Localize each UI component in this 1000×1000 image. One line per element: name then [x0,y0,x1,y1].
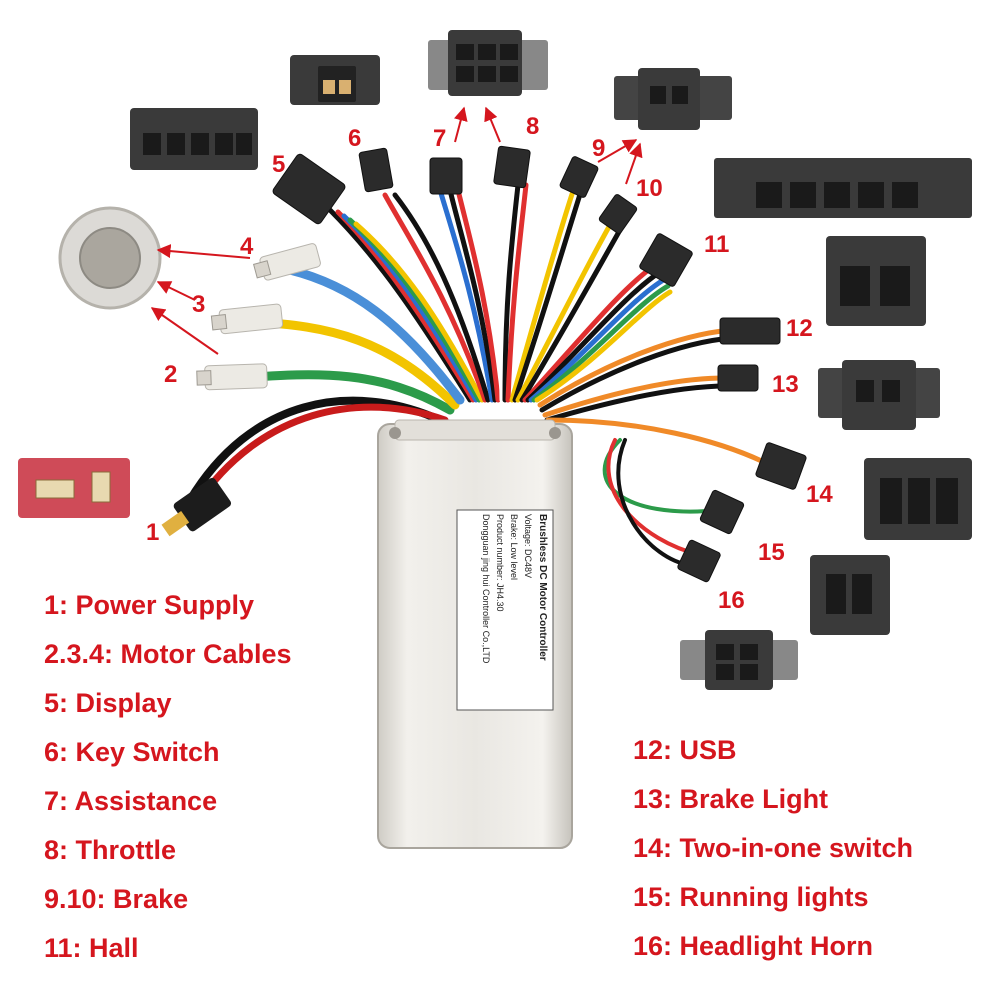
callout-15: 15 [758,539,785,566]
legend-item-brake-light: 13: Brake Light [633,784,829,814]
legend-item-display: 5: Display [44,688,172,718]
callout-10: 10 [636,175,663,202]
callout-1: 1 [146,519,159,546]
callout-13: 13 [772,371,799,398]
callout-12: 12 [786,315,813,342]
callout-8: 8 [526,113,539,140]
power-socket [18,458,130,518]
wire-bundle [186,182,773,567]
callout-arrows [150,106,643,355]
power-plug [161,477,232,537]
legend-item-hall: 11: Hall [44,933,139,963]
callout-16: 16 [718,587,745,614]
legend-item-running-lights: 15: Running lights [633,882,869,912]
motor-terminals [196,243,321,391]
legend-item-brake: 9.10: Brake [44,884,189,914]
legend-left: 1: Power Supply 2.3.4: Motor Cables 5: D… [44,581,292,973]
legend-item-key-switch: 6: Key Switch [44,737,220,767]
legend-item-usb: 12: USB [633,735,737,765]
legend-item-headlight-horn: 16: Headlight Horn [633,931,874,961]
legend-item-throttle: 8: Throttle [44,835,176,865]
callout-6: 6 [348,125,361,152]
callout-4: 4 [240,233,254,260]
legend-item-assistance: 7: Assistance [44,786,218,816]
legend-item-motor-cables: 2.3.4: Motor Cables [44,639,292,669]
callout-7: 7 [433,125,446,152]
wire-connectors [272,145,807,583]
callout-2: 2 [164,361,177,388]
legend-item-power-supply: 1: Power Supply [44,590,255,620]
callout-9: 9 [592,135,605,162]
motor-phase-ring [58,206,162,310]
callout-14: 14 [806,481,833,508]
legend-item-two-in-one-switch: 14: Two-in-one switch [633,833,914,863]
connector-faces [130,30,972,690]
callout-11: 11 [704,231,729,258]
callout-3: 3 [192,291,205,318]
callout-5: 5 [272,151,285,178]
legend-right: 12: USB 13: Brake Light 14: Two-in-one s… [633,726,913,971]
controller-housing [377,419,573,849]
